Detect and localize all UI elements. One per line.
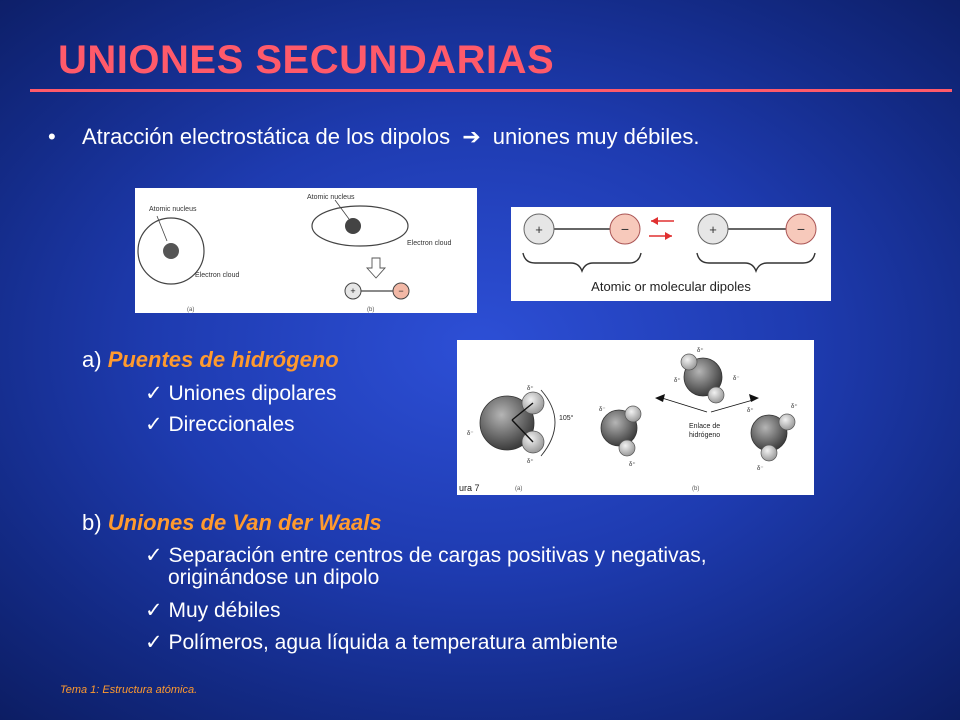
label-electron-cloud-b: Electron cloud bbox=[407, 240, 451, 247]
section-b-item-3: ✓ Polímeros, agua líquida a temperatura … bbox=[145, 630, 618, 655]
down-arrow-icon bbox=[365, 257, 387, 279]
figure-atom-polarization: Atomic nucleus Electron cloud (a) Atomic… bbox=[135, 188, 477, 313]
section-b-title: Uniones de Van der Waals bbox=[107, 510, 382, 535]
delta-minus-b1: δ⁻ bbox=[599, 407, 606, 413]
dipole1-minus: − bbox=[621, 221, 629, 237]
section-b-item-2-text: Muy débiles bbox=[168, 599, 281, 622]
hbond-label-line2: hidrógeno bbox=[689, 432, 720, 439]
brace-left bbox=[522, 252, 642, 273]
delta-minus-b3: δ⁻ bbox=[757, 466, 764, 472]
dipoles-caption: Atomic or molecular dipoles bbox=[591, 279, 751, 294]
delta-minus-a: δ⁻ bbox=[467, 431, 474, 437]
delta-plus-b2: δ⁺ bbox=[697, 347, 704, 354]
cut-caption: ura 7 bbox=[459, 483, 480, 493]
right-arrow-icon: ➔ bbox=[462, 124, 481, 149]
label-atomic-nucleus-b: Atomic nucleus bbox=[307, 194, 355, 201]
hbond-arrow-left-icon bbox=[655, 394, 665, 402]
intro-bullet: • bbox=[48, 124, 56, 149]
section-b-item-2: ✓ Muy débiles bbox=[145, 598, 281, 623]
caption-b: (b) bbox=[692, 486, 699, 492]
slide-title: UNIONES SECUNDARIAS bbox=[58, 38, 555, 82]
delta-plus-a1: δ⁺ bbox=[527, 385, 534, 392]
delta-plus-b5: δ⁺ bbox=[791, 403, 798, 410]
minus-sign-b: − bbox=[398, 286, 403, 296]
section-a-item-2: ✓ Direccionales bbox=[145, 412, 295, 437]
section-b-item-1: ✓ Separación entre centros de cargas pos… bbox=[145, 543, 707, 568]
caption-b: (b) bbox=[367, 307, 374, 313]
slide-footer: Tema 1: Estructura atómica. bbox=[60, 684, 198, 696]
figure-hydrogen-bonds: 105° δ⁺ δ⁺ δ⁻ ura 7 (a) δ⁻ δ⁺ δ⁺ δ⁺ δ⁻ δ… bbox=[457, 340, 814, 495]
section-b-item-1-continuation: originándose un dipolo bbox=[168, 566, 379, 590]
section-a-item-1-text: Uniones dipolares bbox=[168, 382, 337, 405]
angle-label: 105° bbox=[559, 414, 574, 422]
delta-plus-b4: δ⁺ bbox=[747, 407, 754, 414]
caption-a: (a) bbox=[187, 307, 194, 313]
brace-right bbox=[696, 252, 816, 273]
section-a-item-1: ✓ Uniones dipolares bbox=[145, 381, 337, 406]
section-b-item-3-text: Polímeros, agua líquida a temperatura am… bbox=[168, 631, 618, 654]
checkmark-icon: ✓ bbox=[145, 544, 163, 567]
checkmark-icon: ✓ bbox=[145, 631, 163, 654]
hbond-label-line1: Enlace de bbox=[689, 423, 720, 430]
section-a-title: Puentes de hidrógeno bbox=[107, 347, 339, 372]
attraction-arrow-left-icon bbox=[651, 217, 658, 225]
delta-minus-b2: δ⁻ bbox=[733, 376, 740, 382]
label-atomic-nucleus-a: Atomic nucleus bbox=[149, 206, 197, 213]
section-a-prefix: a) bbox=[82, 347, 102, 372]
section-b-heading: b) Uniones de Van der Waals bbox=[82, 510, 382, 536]
attraction-arrow-right-icon bbox=[665, 232, 672, 240]
caption-a: (a) bbox=[515, 486, 522, 492]
delta-plus-a2: δ⁺ bbox=[527, 458, 534, 465]
dipole1-plus: + bbox=[535, 222, 543, 237]
checkmark-icon: ✓ bbox=[145, 599, 163, 622]
plus-sign-b: + bbox=[350, 286, 355, 296]
dipole2-plus: + bbox=[709, 222, 717, 237]
intro-text-after: uniones muy débiles. bbox=[492, 124, 700, 149]
section-a-heading: a) Puentes de hidrógeno bbox=[82, 347, 339, 373]
hydrogen-bonds-drawing: 105° δ⁺ δ⁺ δ⁻ ura 7 (a) δ⁻ δ⁺ δ⁺ δ⁺ δ⁻ δ… bbox=[459, 347, 798, 493]
title-underline bbox=[30, 89, 952, 92]
section-b-item-1-text-line2: originándose un dipolo bbox=[168, 566, 380, 589]
figure-dipoles: + − + − Atomic or molecular dipoles bbox=[511, 207, 831, 301]
section-a-item-2-text: Direccionales bbox=[168, 413, 295, 436]
intro-text: Atracción electrostática de los dipolos … bbox=[82, 124, 699, 150]
dipoles-drawing: + − + − Atomic or molecular dipoles bbox=[522, 213, 817, 294]
section-b-item-1-text: Separación entre centros de cargas posit… bbox=[168, 544, 707, 567]
delta-plus-b1: δ⁺ bbox=[629, 461, 636, 468]
hbond-arrow-right-icon bbox=[749, 394, 759, 402]
checkmark-icon: ✓ bbox=[145, 382, 163, 405]
dipole2-minus: − bbox=[797, 221, 805, 237]
checkmark-icon: ✓ bbox=[145, 413, 163, 436]
section-b-prefix: b) bbox=[82, 510, 102, 535]
atom-polarization-drawing: Atomic nucleus Electron cloud (a) Atomic… bbox=[137, 194, 451, 313]
intro-text-before: Atracción electrostática de los dipolos bbox=[82, 124, 451, 149]
label-electron-cloud-a: Electron cloud bbox=[195, 272, 239, 279]
delta-plus-b3: δ⁺ bbox=[674, 377, 681, 384]
